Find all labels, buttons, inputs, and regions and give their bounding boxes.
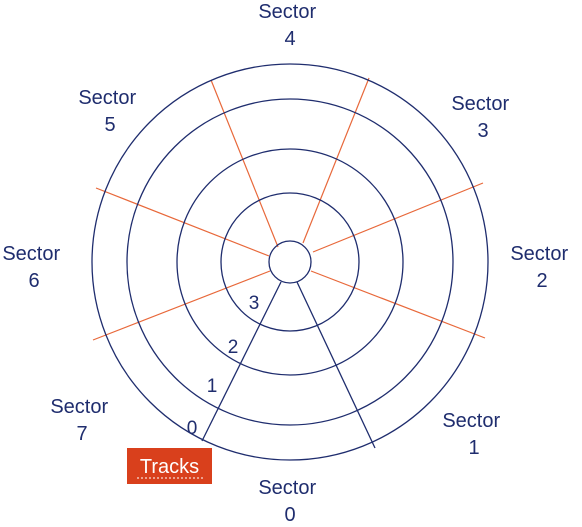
track-label-2: 2 <box>228 337 239 358</box>
track-label-3: 3 <box>249 293 260 314</box>
tracks-badge: Tracks <box>127 448 212 484</box>
sector-label-4: Sector 4 <box>258 1 321 50</box>
track-ring-1 <box>126 98 454 426</box>
sector-line <box>302 77 370 244</box>
tracks-badge-label: Tracks <box>140 456 199 478</box>
sector-label-6: Sector 6 <box>2 243 65 292</box>
sector-labels: Sector 0 Sector 1 Sector 2 Sector 3 Sect… <box>2 1 573 526</box>
track-ring-0 <box>91 63 489 461</box>
spindle-hub <box>268 240 312 284</box>
sector-line <box>312 182 484 253</box>
sector-lines <box>92 77 486 341</box>
sector-line <box>92 270 271 341</box>
sector-line <box>210 79 279 248</box>
sector-boundaries <box>201 281 376 449</box>
sector-label-2: Sector 2 <box>510 243 573 292</box>
sector-label-7: Sector 7 <box>50 396 113 445</box>
sector-label-1: Sector 1 <box>442 410 505 459</box>
track-ring-3 <box>220 192 360 332</box>
track-labels: 0 1 2 3 <box>187 293 260 439</box>
sector-line <box>95 187 270 257</box>
sector-label-3: Sector 3 <box>451 93 514 142</box>
track-label-1: 1 <box>207 376 218 397</box>
sector-boundary-line <box>201 281 282 442</box>
sector-line <box>310 270 486 339</box>
sector-label-5: Sector 5 <box>78 87 141 136</box>
track-label-0: 0 <box>187 418 198 439</box>
track-ring-2 <box>176 148 404 376</box>
track-rings <box>91 63 489 461</box>
sector-label-0: Sector 0 <box>258 477 321 526</box>
